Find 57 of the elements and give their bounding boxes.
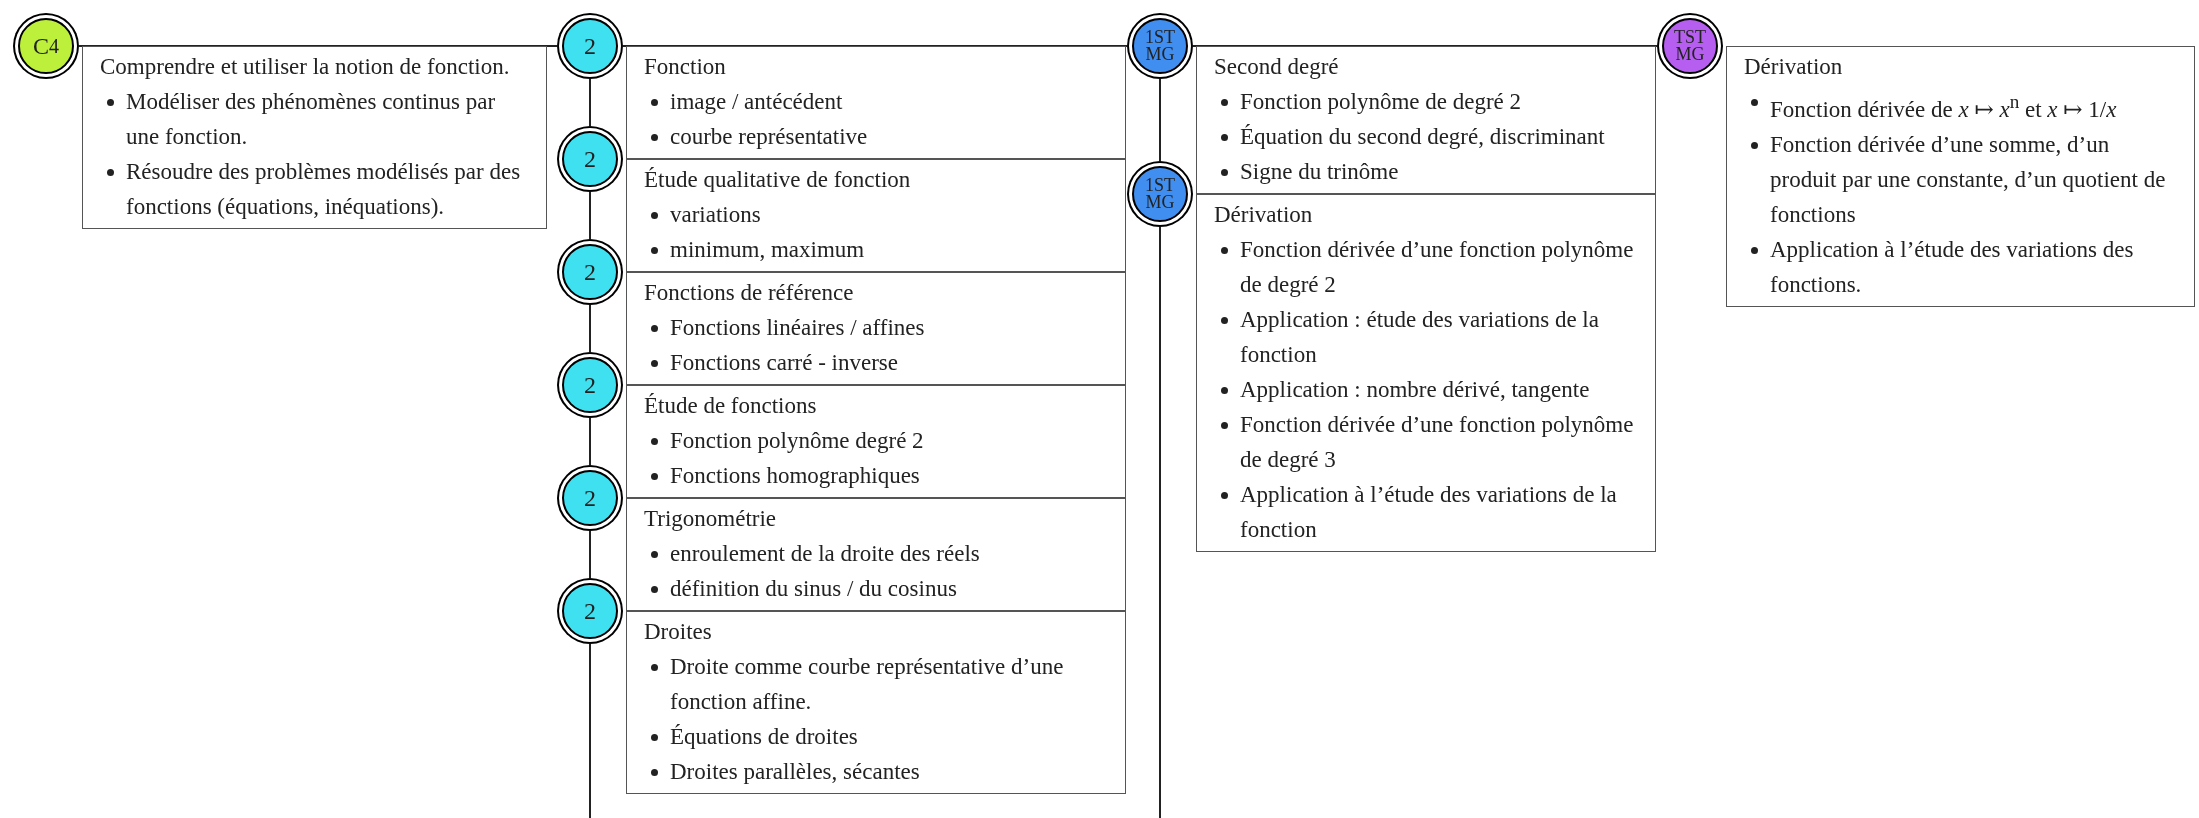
connector-line [589, 530, 591, 579]
topic-box [626, 46, 1126, 159]
topic-box [626, 272, 1126, 385]
topic-box [626, 159, 1126, 272]
topic-box [1196, 46, 1656, 194]
bullet-item: Fonction polynôme de degré 2 [1240, 88, 1523, 116]
connector-line [622, 45, 1128, 47]
topic-heading: Étude de fonctions [644, 392, 818, 420]
topic-box [1726, 46, 2195, 307]
bullet-item: Fonction dérivée d’une somme, d’un produit par une constante, d’un quotient de fonctions [1770, 130, 2167, 229]
bullet-item: Signe du trinôme [1240, 158, 1400, 186]
topic-heading: Comprendre et utiliser la notion de fonction. [100, 53, 511, 81]
topic-box [82, 46, 547, 229]
bullet-item: Fonction polynôme degré 2 [670, 427, 925, 455]
bullet-item: minimum, maximum [670, 236, 866, 264]
topic-heading: Étude qualitative de fonction [644, 166, 912, 194]
bullet-item: variations [670, 201, 762, 229]
bullet-item: Fonction dérivée d’une fonction polynôme de degré 2 [1240, 236, 1635, 299]
bullet-item: image / antécédent [670, 88, 844, 116]
topic-heading: Fonction [644, 53, 727, 81]
bullet-item: Fonction dérivée d’une fonction polynôme de degré 3 [1240, 411, 1635, 474]
connector-line [589, 78, 591, 127]
bullet-item: Application à l’étude des variations de la fonction [1240, 481, 1618, 544]
bullet-item: Fonctions homographiques [670, 462, 921, 490]
bullet-item: courbe représentative [670, 123, 869, 151]
topic-heading: Dérivation [1214, 201, 1314, 229]
topic-heading: Trigonométrie [644, 505, 778, 533]
bullet-item: Droite comme courbe représentative d’une fonction affine. [670, 653, 1065, 716]
bullet-item: définition du sinus / du cosinus [670, 575, 958, 603]
connector-line [1192, 45, 1658, 47]
connector-line [1159, 226, 1161, 818]
bullet-item: Application : nombre dérivé, tangente [1240, 376, 1591, 404]
bullet-item: Équations de droites [670, 723, 859, 751]
connector-line [589, 417, 591, 466]
topic-box [626, 498, 1126, 611]
connector-line [589, 643, 591, 818]
topic-heading: Dérivation [1744, 53, 1844, 81]
bullet-item: Application à l’étude des variations des fonctions. [1770, 235, 2135, 299]
bullet-item: Application : étude des variations de la fonction [1240, 306, 1600, 369]
topic-heading: Fonctions de référence [644, 279, 855, 307]
topic-box [626, 611, 1126, 794]
connector-line [589, 191, 591, 240]
bullet-item: Modéliser des phénomènes continus par une fonction. [126, 88, 497, 151]
connector-line [78, 45, 558, 47]
topic-box [626, 385, 1126, 498]
bullet-item: Droites parallèles, sécantes [670, 758, 921, 786]
topic-heading: Droites [644, 618, 713, 646]
bullet-item: Équation du second degré, discriminant [1240, 123, 1606, 151]
connector-line [589, 304, 591, 353]
connector-line [1159, 78, 1161, 162]
topic-heading: Second degré [1214, 53, 1340, 81]
bullet-item: Fonctions linéaires / affines [670, 314, 926, 342]
bullet-item: Fonctions carré - inverse [670, 349, 899, 377]
bullet-item: enroulement de la droite des réels [670, 540, 981, 568]
topic-box [1196, 194, 1656, 552]
bullet-item: Fonction dérivée de x ↦ x$^{n}$ et x ↦ 1/x [1770, 90, 2118, 124]
bullet-item: Résoudre des problèmes modélisés par des fonctions (équations, inéquations). [126, 158, 522, 221]
